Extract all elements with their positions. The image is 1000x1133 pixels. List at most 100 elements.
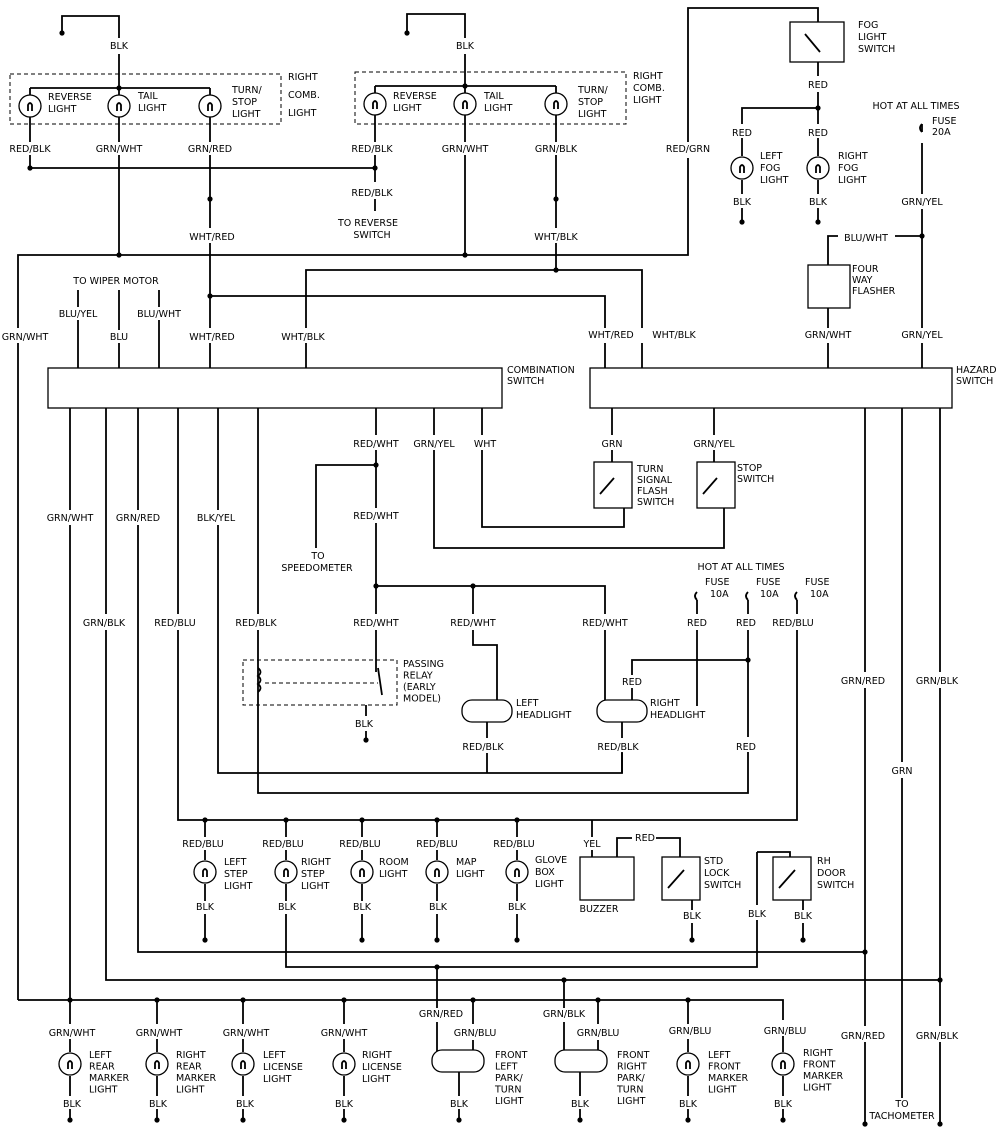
components-turn-signal-flash-switch-label: SIGNAL <box>637 475 673 486</box>
components-left-headlight-label: LEFT <box>516 698 539 709</box>
components-hazard-switch-label: SWITCH <box>956 376 993 387</box>
wire-labels-blk-label: BLK <box>748 909 767 920</box>
components-front-left-park-turn-light-label: FRONT <box>495 1050 528 1061</box>
bulb-filament <box>815 164 821 173</box>
bulb-symbol <box>730 156 754 180</box>
junction-dot <box>561 977 567 983</box>
components-right-license-light-label: LICENSE <box>362 1062 402 1073</box>
bulb-filament <box>514 868 520 877</box>
std-lock-switch-box <box>661 856 701 901</box>
components-combination-switch-label: COMBINATION <box>507 365 575 376</box>
components-left-fog-light-label: LEFT <box>760 151 783 162</box>
components-right-fog-light-label: RIGHT <box>838 151 868 162</box>
junction-dot <box>283 817 289 823</box>
wire-labels-blk-label: BLK <box>774 1099 793 1110</box>
components-right-comb-light-label: LIGHT <box>633 95 662 106</box>
components-room-light-label: ROOM <box>379 857 409 868</box>
wire-labels-blu-yel-label: BLU/YEL <box>59 309 98 320</box>
junction-dot <box>67 1117 73 1123</box>
wire-labels-blk-label: BLK <box>733 197 752 208</box>
components-std-lock-switch-label: LOCK <box>704 868 730 879</box>
wire-labels-red-wht-label: RED/WHT <box>353 618 399 629</box>
wire-labels-wht-red-label: WHT/RED <box>189 332 234 343</box>
bulb-symbol <box>505 860 529 884</box>
junction-dot <box>685 997 691 1003</box>
junction-dot <box>27 165 33 171</box>
bulb-symbol <box>274 860 298 884</box>
junction-dot <box>514 817 520 823</box>
left-headlight-shape <box>461 699 513 723</box>
wire-labels-grn-red-label: GRN/RED <box>841 676 885 687</box>
wire-labels-grn-blu-label: GRN/BLU <box>454 1028 497 1039</box>
wire-labels-grn-wht-label: GRN/WHT <box>49 1028 96 1039</box>
components-four-way-flasher-label: FOUR <box>852 264 879 275</box>
wire-labels-red-label: RED <box>687 618 707 629</box>
right-headlight-shape <box>596 699 648 723</box>
wire-labels-grn-wht-label: GRN/WHT <box>136 1028 183 1039</box>
components-front-right-park-turn-light-label: PARK/ <box>617 1073 645 1084</box>
wire-labels-yel-label: YEL <box>582 839 601 850</box>
components-right-comb-light-label: COMB. <box>288 90 320 101</box>
bulb-filament <box>207 102 213 111</box>
components-right-front-marker-light-label: RIGHT <box>803 1048 833 1059</box>
wire-labels-wht-blk-label: WHT/BLK <box>534 232 578 243</box>
components-left-front-marker-light-label: LEFT <box>708 1050 731 1061</box>
bulb-filament <box>154 1060 160 1069</box>
wire-labels-grn-yel-label: GRN/YEL <box>693 439 735 450</box>
buzzer-box <box>579 856 635 901</box>
bulb-filament <box>739 164 745 173</box>
wire-labels-blk-label: BLK <box>236 1099 255 1110</box>
components-left-license-light-label: LIGHT <box>263 1074 292 1085</box>
wire-labels-grn-blu-label: GRN/BLU <box>764 1026 807 1037</box>
wire-labels-grn-red-label: GRN/RED <box>116 513 160 524</box>
junction-dot <box>404 30 410 36</box>
wire-labels-grn-yel-label: GRN/YEL <box>901 197 943 208</box>
components-tail-light-label: TAIL <box>483 91 504 102</box>
components-map-light-label: MAP <box>456 857 477 868</box>
wire-labels-blk-label: BLK <box>450 1099 469 1110</box>
wire-labels-red-blu-label: RED/BLU <box>182 839 223 850</box>
components-fog-light-switch-label: FOG <box>858 20 878 31</box>
components-turn-stop-light-label: STOP <box>232 97 257 108</box>
wire-labels-grn-blu-label: GRN/BLU <box>669 1026 712 1037</box>
wire-labels-grn-yel-label: GRN/YEL <box>901 330 943 341</box>
wire-labels-wht-red-label: WHT/RED <box>189 232 234 243</box>
wire-labels-grn-wht-label: GRN/WHT <box>805 330 852 341</box>
notes-speedometer-label: SPEEDOMETER <box>281 563 353 574</box>
components-right-comb-light-label: LIGHT <box>288 108 317 119</box>
bulb-symbol <box>771 1052 795 1076</box>
components-glove-box-light-label: LIGHT <box>535 879 564 890</box>
components-fog-light-switch-label: SWITCH <box>858 44 895 55</box>
wire-labels-wht-red-label: WHT/RED <box>588 330 633 341</box>
wire-labels-blu-wht-label: BLU/WHT <box>137 309 181 320</box>
right-comb-light-housing-right <box>354 71 627 125</box>
wire-labels-red-label: RED <box>732 128 752 139</box>
wire-labels-blk-label: BLK <box>355 719 374 730</box>
components-left-license-light-label: LEFT <box>263 1050 286 1061</box>
bulb-filament <box>202 868 208 877</box>
junction-dot <box>815 105 821 111</box>
junction-dot <box>470 583 476 589</box>
wire-labels-grn-blk-label: GRN/BLK <box>543 1009 586 1020</box>
junction-dot <box>341 997 347 1003</box>
components-right-step-light-label: STEP <box>301 869 325 880</box>
junction-dot <box>202 817 208 823</box>
components-tail-light-label: LIGHT <box>484 103 513 114</box>
components-turn-stop-light-label: LIGHT <box>232 109 261 120</box>
junction-dot <box>67 997 73 1003</box>
bulb-filament <box>553 100 559 109</box>
components-right-step-light-label: LIGHT <box>301 881 330 892</box>
wire-labels-grn-red-label: GRN/RED <box>188 144 232 155</box>
bulb-filament <box>780 1060 786 1069</box>
notes-fuse-10a-label: 10A <box>710 589 729 600</box>
notes-to-label: TO <box>310 551 324 562</box>
wire-labels-grn-wht-label: GRN/WHT <box>223 1028 270 1039</box>
components-right-comb-light-label: COMB. <box>633 83 665 94</box>
components-right-headlight-label: HEADLIGHT <box>650 710 706 721</box>
wire-labels-red-blu-label: RED/BLU <box>339 839 380 850</box>
components-passing-relay-label: (EARLY <box>403 682 436 693</box>
components-right-front-marker-light-label: LIGHT <box>803 1083 832 1094</box>
notes-to-label: TO <box>894 1099 908 1110</box>
junction-dot <box>553 196 559 202</box>
